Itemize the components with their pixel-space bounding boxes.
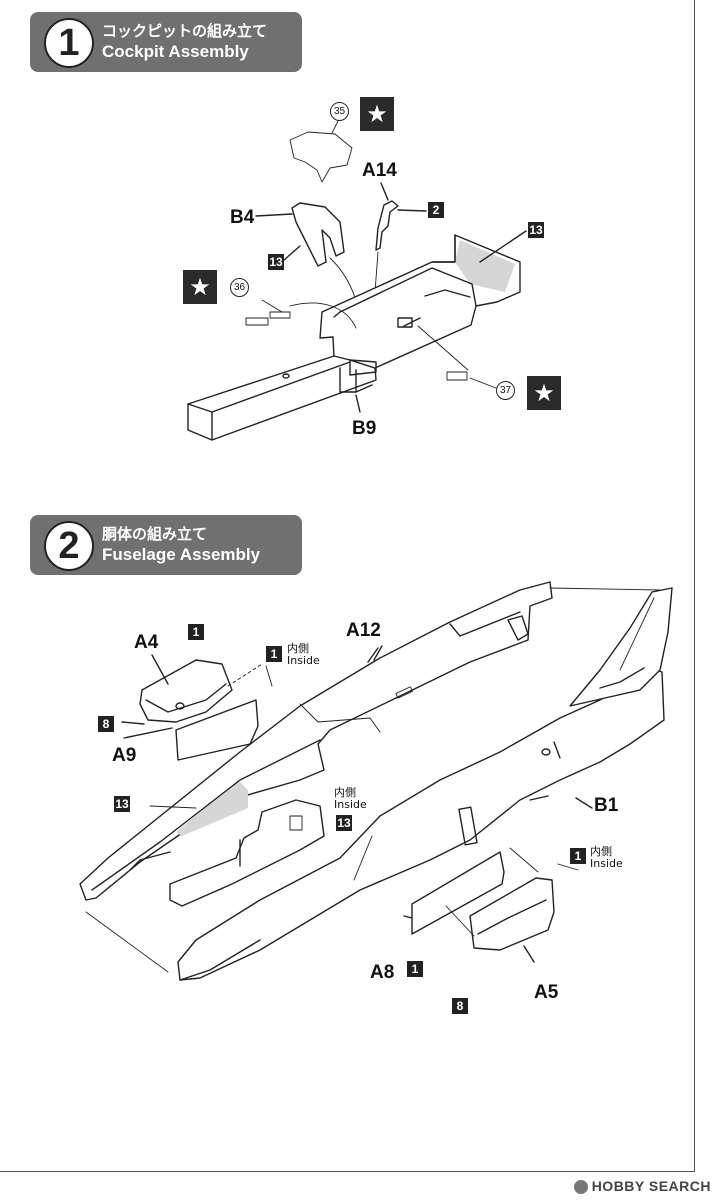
cockpit-assembly-drawing xyxy=(187,116,527,441)
color-code-13: 13 xyxy=(268,254,284,270)
decal-35-marker: 35 xyxy=(330,102,349,121)
part-label-a4: A4 xyxy=(134,632,159,653)
color-code-2: 2 xyxy=(428,202,444,218)
inside-note-jp: 内側 xyxy=(590,845,612,858)
star-icon: ★ xyxy=(360,97,394,131)
part-label-a8: A8 xyxy=(370,962,395,983)
step2-number: 2 xyxy=(44,521,94,571)
part-label-a14: A14 xyxy=(362,160,397,181)
inside-note-jp: 内側 xyxy=(287,642,309,655)
step1-title-jp: コックピットの組み立て xyxy=(102,22,268,40)
color-code-13: 13 xyxy=(114,796,130,812)
part-label-b9: B9 xyxy=(352,418,377,439)
decal-36-marker: 36 xyxy=(230,278,249,297)
color-code-1: 1 xyxy=(407,961,423,977)
step1-header: 1 コックピットの組み立て Cockpit Assembly xyxy=(30,12,302,72)
part-label-a12: A12 xyxy=(346,620,381,641)
color-code-13: 13 xyxy=(528,222,544,238)
step2-title-en: Fuselage Assembly xyxy=(102,545,261,564)
star-icon: ★ xyxy=(183,270,217,304)
part-label-b4: B4 xyxy=(230,207,255,228)
part-label-a5: A5 xyxy=(534,982,559,1003)
right-border-line xyxy=(694,0,695,1172)
color-code-1: 1 xyxy=(188,624,204,640)
step2-title-jp: 胴体の組み立て xyxy=(102,525,208,543)
bottom-border-line xyxy=(0,1171,695,1172)
color-code-1: 1 xyxy=(266,646,282,662)
inside-note-jp: 内側 xyxy=(334,786,356,799)
color-code-1: 1 xyxy=(570,848,586,864)
inside-note-en: Inside xyxy=(590,857,623,870)
step1-title-en: Cockpit Assembly xyxy=(102,42,249,61)
decal-37-marker: 37 xyxy=(496,381,515,400)
part-label-a9: A9 xyxy=(112,745,137,766)
part-label-b1: B1 xyxy=(594,795,619,816)
inside-note-en: Inside xyxy=(334,798,367,811)
hobby-search-watermark: HOBBY SEARCH xyxy=(573,1177,711,1194)
star-icon: ★ xyxy=(527,376,561,410)
color-code-13: 13 xyxy=(336,815,352,831)
inside-note: 内側 Inside xyxy=(590,846,623,870)
inside-note: 内側 Inside xyxy=(287,643,320,667)
color-code-8: 8 xyxy=(98,716,114,732)
color-code-8: 8 xyxy=(452,998,468,1014)
step2-header: 2 胴体の組み立て Fuselage Assembly xyxy=(30,515,302,575)
watermark-text: HOBBY SEARCH xyxy=(591,1177,711,1194)
inside-note: 内側 Inside xyxy=(334,787,367,811)
inside-note-en: Inside xyxy=(287,654,320,667)
hobby-search-logo-icon xyxy=(573,1180,588,1194)
step1-number: 1 xyxy=(44,18,94,68)
